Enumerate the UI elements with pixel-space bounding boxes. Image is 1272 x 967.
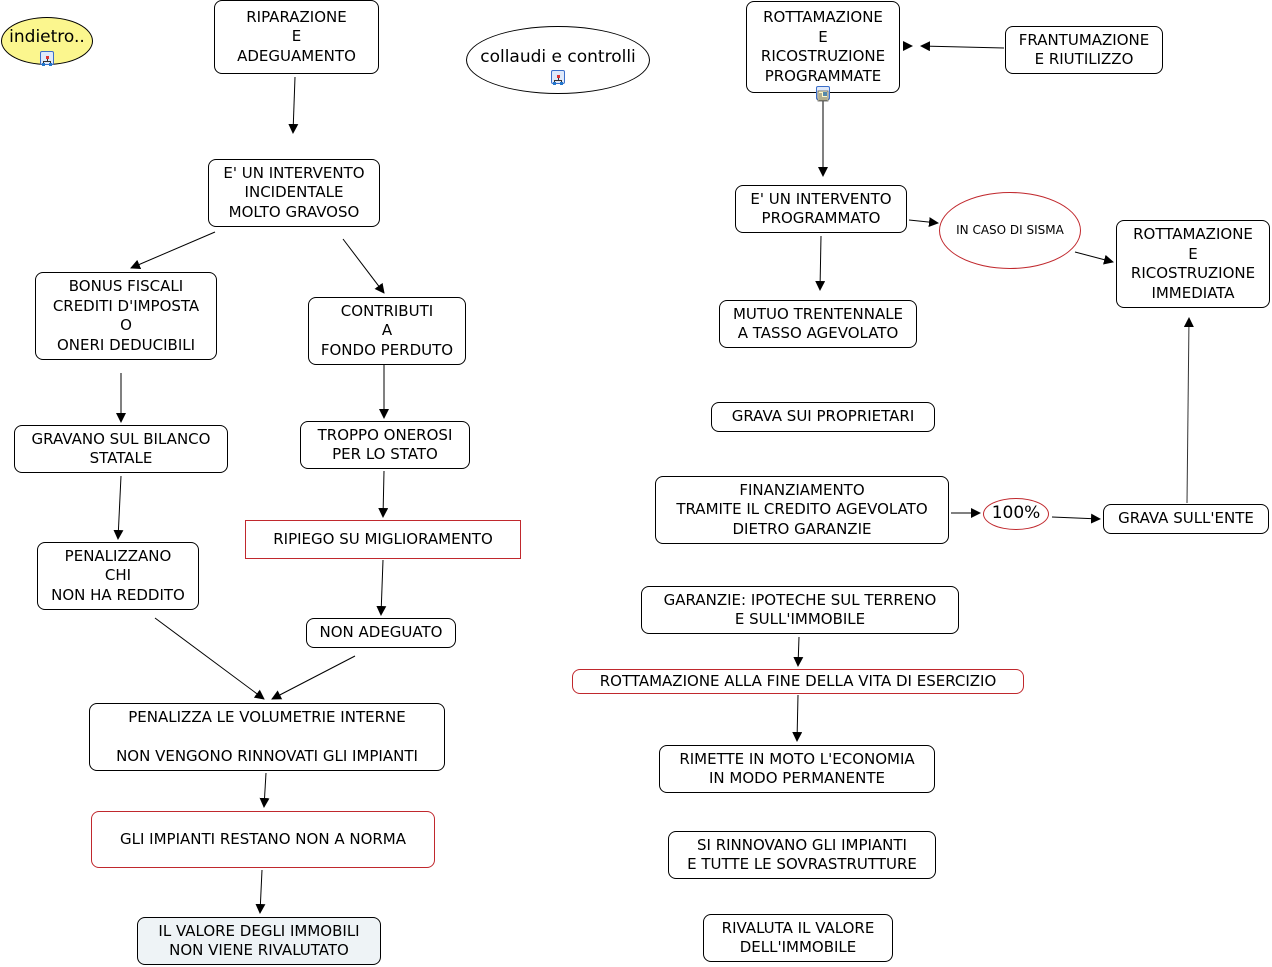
- node-label: MUTUO TRENTENNALE A TASSO AGEVOLATO: [732, 304, 904, 343]
- link-gravano-penalizzano: [113, 475, 124, 540]
- node-label: RIPARAZIONE E ADEGUAMENTO: [237, 7, 356, 65]
- node-impianti-non-a-norma[interactable]: GLI IMPIANTI RESTANO NON A NORMA: [91, 811, 435, 868]
- link-troppo-ripiego: [378, 470, 389, 518]
- node-label: 100%: [991, 503, 1041, 524]
- link-penalizzano-volumetrie: [154, 617, 265, 700]
- node-label: GLI IMPIANTI RESTANO NON A NORMA: [119, 829, 407, 848]
- node-garanzie[interactable]: GARANZIE: IPOTECHE SUL TERRENO E SULL'IM…: [641, 586, 959, 634]
- node-frantumazione[interactable]: FRANTUMAZIONE E RIUTILIZZO: [1005, 26, 1163, 74]
- node-label: NON ADEGUATO: [319, 623, 443, 642]
- node-gravano-bilancio[interactable]: GRAVANO SUL BILANCO STATALE: [14, 425, 228, 473]
- node-si-rinnovano[interactable]: SI RINNOVANO GLI IMPIANTI E TUTTE LE SOV…: [668, 831, 936, 879]
- node-label: GRAVA SUI PROPRIETARI: [731, 407, 915, 426]
- link-sisma-immediata: [1074, 251, 1114, 265]
- link-volumetrie-impianti: [259, 772, 270, 808]
- node-label: SI RINNOVANO GLI IMPIANTI E TUTTE LE SOV…: [687, 835, 917, 874]
- node-label: IL VALORE DEGLI IMMOBILI NON VIENE RIVAL…: [158, 921, 360, 960]
- node-label: RIPIEGO SU MIGLIORAMENTO: [273, 529, 493, 548]
- node-label: BONUS FISCALI CREDITI D'IMPOSTA O ONERI …: [52, 277, 200, 354]
- node-grava-ente[interactable]: GRAVA SULL'ENTE: [1103, 504, 1269, 534]
- node-label: ROTTAMAZIONE E RICOSTRUZIONE IMMEDIATA: [1130, 225, 1256, 302]
- node-contributi[interactable]: CONTRIBUTI A FONDO PERDUTO: [308, 297, 466, 365]
- link-programmato-mutuo: [815, 235, 826, 291]
- link-ripiego-non-adeguato: [376, 559, 387, 616]
- link-riparazione-intervento: [288, 76, 299, 134]
- node-troppo-onerosi[interactable]: TROPPO ONEROSI PER LO STATO: [300, 421, 470, 469]
- node-label: E' UN INTERVENTO PROGRAMMATO: [750, 189, 892, 228]
- node-intervento-incidentale[interactable]: E' UN INTERVENTO INCIDENTALE MOLTO GRAVO…: [208, 159, 380, 227]
- node-label: FINANZIAMENTO TRAMITE IL CREDITO AGEVOLA…: [676, 480, 928, 538]
- link-100-ente: [1051, 513, 1101, 524]
- node-label: IN CASO DI SISMA: [956, 222, 1064, 237]
- document-image-icon[interactable]: [816, 86, 830, 102]
- submap-link-icon[interactable]: [551, 70, 565, 85]
- submap-link-icon[interactable]: [40, 51, 54, 66]
- node-intervento-programmato[interactable]: E' UN INTERVENTO PROGRAMMATO: [735, 185, 907, 233]
- node-label: FRANTUMAZIONE E RIUTILIZZO: [1018, 30, 1150, 69]
- link-programmato-sisma: [908, 217, 939, 228]
- node-label: GARANZIE: IPOTECHE SUL TERRENO E SULL'IM…: [663, 590, 937, 629]
- node-label: TROPPO ONEROSI PER LO STATO: [317, 425, 453, 464]
- node-label: PENALIZZANO CHI NON HA REDDITO: [51, 546, 185, 604]
- node-rottamazione-programmate[interactable]: ROTTAMAZIONE E RICOSTRUZIONE PROGRAMMATE: [746, 1, 900, 93]
- link-frantumazione: [920, 41, 1005, 52]
- node-100-percento[interactable]: 100%: [983, 498, 1049, 530]
- link-intervento-bonus: [130, 231, 216, 270]
- link-fine-vita-rimette: [792, 694, 803, 742]
- node-penalizzano[interactable]: PENALIZZANO CHI NON HA REDDITO: [37, 542, 199, 610]
- node-rimette-in-moto[interactable]: RIMETTE IN MOTO L'ECONOMIA IN MODO PERMA…: [659, 745, 935, 793]
- node-label: collaudi e controlli: [480, 47, 636, 68]
- node-label: RIMETTE IN MOTO L'ECONOMIA IN MODO PERMA…: [679, 749, 915, 788]
- node-valore-non-rivalutato[interactable]: IL VALORE DEGLI IMMOBILI NON VIENE RIVAL…: [137, 917, 381, 965]
- node-rottamazione-immediata[interactable]: ROTTAMAZIONE E RICOSTRUZIONE IMMEDIATA: [1116, 220, 1270, 308]
- link-intervento-contributi: [342, 238, 385, 294]
- node-label: PENALIZZA LE VOLUMETRIE INTERNE NON VENG…: [116, 707, 418, 765]
- link-ente-immediata: [1183, 317, 1194, 504]
- node-rivaluta-valore[interactable]: RIVALUTA IL VALORE DELL'IMMOBILE: [703, 914, 893, 962]
- node-penalizza-volumetrie[interactable]: PENALIZZA LE VOLUMETRIE INTERNE NON VENG…: [89, 703, 445, 771]
- node-label: E' UN INTERVENTO INCIDENTALE MOLTO GRAVO…: [223, 163, 365, 221]
- node-mutuo[interactable]: MUTUO TRENTENNALE A TASSO AGEVOLATO: [719, 300, 917, 348]
- node-finanziamento[interactable]: FINANZIAMENTO TRAMITE IL CREDITO AGEVOLA…: [655, 476, 949, 544]
- node-bonus-fiscali[interactable]: BONUS FISCALI CREDITI D'IMPOSTA O ONERI …: [35, 272, 217, 360]
- link-garanzie-fine-vita: [793, 636, 804, 667]
- node-grava-proprietari[interactable]: GRAVA SUI PROPRIETARI: [711, 402, 935, 432]
- node-label: ROTTAMAZIONE E RICOSTRUZIONE PROGRAMMATE: [760, 8, 886, 85]
- node-label: ROTTAMAZIONE ALLA FINE DELLA VITA DI ESE…: [599, 671, 997, 690]
- node-in-caso-di-sisma[interactable]: IN CASO DI SISMA: [939, 192, 1081, 269]
- node-riparazione[interactable]: RIPARAZIONE E ADEGUAMENTO: [214, 0, 379, 74]
- node-label: CONTRIBUTI A FONDO PERDUTO: [320, 301, 454, 359]
- node-non-adeguato[interactable]: NON ADEGUATO: [306, 618, 456, 648]
- node-label: RIVALUTA IL VALORE DELL'IMMOBILE: [721, 918, 875, 957]
- node-ripiego[interactable]: RIPIEGO SU MIGLIORAMENTO: [245, 520, 521, 559]
- node-label: GRAVA SULL'ENTE: [1118, 509, 1254, 528]
- link-impianti-valore: [255, 869, 266, 914]
- node-label: GRAVANO SUL BILANCO STATALE: [31, 429, 211, 468]
- node-label: indietro..: [9, 27, 85, 48]
- node-rottamazione-fine-vita[interactable]: ROTTAMAZIONE ALLA FINE DELLA VITA DI ESE…: [572, 669, 1024, 694]
- link-non-adeguato-volumetrie: [271, 655, 356, 700]
